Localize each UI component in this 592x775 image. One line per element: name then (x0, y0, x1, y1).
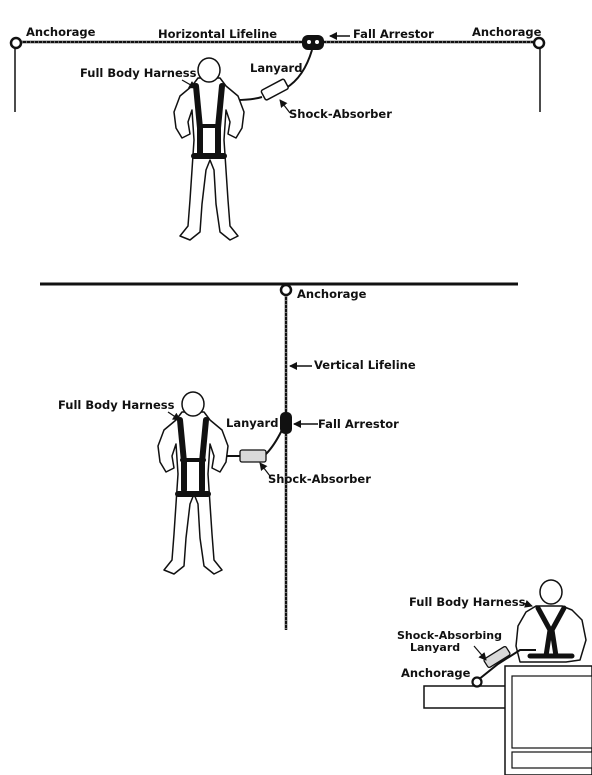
label-vertical-lifeline: Vertical Lifeline (314, 358, 416, 372)
anchorage-ring-icon (279, 283, 293, 297)
label-lanyard: Lanyard (250, 61, 302, 75)
harness-icon (527, 605, 575, 659)
panel-shock-absorbing-lanyard: Full Body Harness Shock-Absorbing Lanyar… (397, 579, 592, 775)
label-shock-absorbing-lanyard-line2: Lanyard (410, 641, 460, 654)
lanyard-line (265, 429, 283, 455)
label-full-body-harness: Full Body Harness (409, 595, 526, 609)
shock-absorber-icon (239, 449, 267, 463)
panel-vertical-lifeline: Anchorage Vertical Lifeline Full Body Ha… (40, 282, 518, 630)
anchorage-ring-icon (471, 676, 483, 688)
shock-absorber-icon (483, 645, 511, 669)
fall-arrestor-icon (280, 412, 292, 434)
shock-absorber-icon (260, 78, 289, 101)
arrow-icon (181, 79, 197, 89)
label-anchorage-left: Anchorage (26, 25, 96, 39)
fall-arrestor-detail (307, 40, 311, 44)
label-shock-absorber: Shock-Absorber (289, 107, 392, 121)
label-horizontal-lifeline: Horizontal Lifeline (158, 27, 277, 41)
fall-arrestor-detail (315, 40, 319, 44)
label-fall-arrestor: Fall Arrestor (353, 27, 434, 41)
label-shock-absorber: Shock-Absorber (268, 472, 371, 486)
label-anchorage: Anchorage (401, 666, 471, 680)
worker-figure-icon (173, 57, 245, 241)
arrow-icon (167, 411, 181, 421)
arrow-icon (519, 599, 533, 608)
label-lanyard: Lanyard (226, 416, 278, 430)
label-anchorage: Anchorage (297, 287, 367, 301)
arrow-icon (473, 645, 487, 661)
panel-horizontal-lifeline: Anchorage Horizontal Lifeline Fall Arres… (9, 25, 546, 241)
work-platform-inner (511, 675, 592, 749)
anchorage-ring-icon (532, 36, 546, 50)
harness-icon (175, 417, 211, 497)
arrow-icon (259, 462, 271, 477)
label-anchorage-right: Anchorage (472, 25, 542, 39)
fall-arrestor-icon (302, 35, 324, 50)
worker-figure-icon (157, 391, 229, 575)
work-platform-panel (511, 751, 592, 769)
label-full-body-harness: Full Body Harness (80, 66, 197, 80)
label-shock-absorbing-lanyard-line1: Shock-Absorbing (397, 629, 502, 642)
harness-icon (191, 83, 227, 159)
lanyard-line (477, 649, 536, 681)
label-fall-arrestor: Fall Arrestor (318, 417, 399, 431)
anchorage-ring-icon (9, 36, 23, 50)
anchorage-beam (423, 685, 507, 709)
arrow-icon (279, 99, 291, 114)
label-full-body-harness: Full Body Harness (58, 398, 175, 412)
